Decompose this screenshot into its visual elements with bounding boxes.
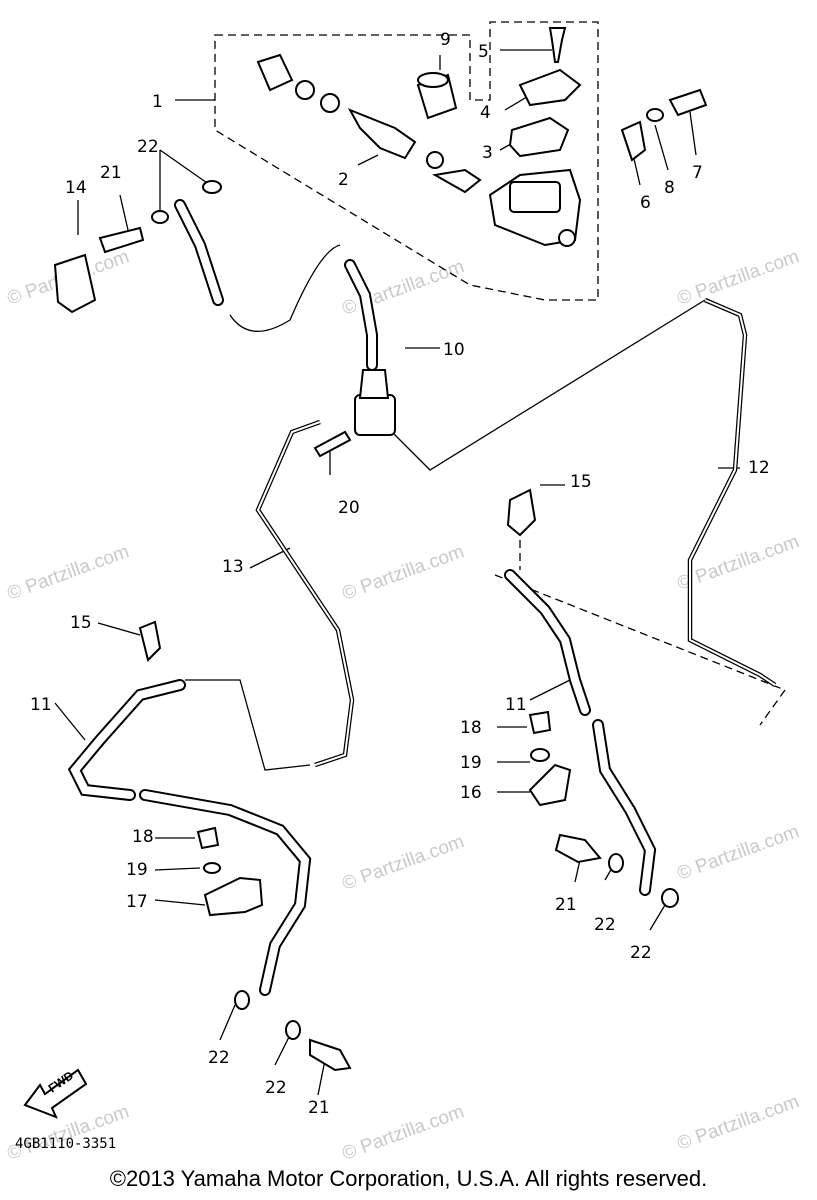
callout-19-left: 19	[126, 860, 148, 880]
callout-5: 5	[478, 42, 489, 62]
bracket-16	[528, 763, 572, 807]
callout-9: 9	[440, 30, 451, 50]
watermark: © Partzilla.com	[340, 831, 467, 895]
watermark: © Partzilla.com	[5, 541, 132, 605]
copyright-notice: ©2013 Yamaha Motor Corporation, U.S.A. A…	[109, 1166, 708, 1191]
bolt-21-left	[309, 1038, 352, 1072]
hose-11-left	[67, 679, 312, 996]
callout-22-left-b: 22	[265, 1078, 287, 1098]
callout-22-upper: 22	[137, 137, 159, 157]
callout-2: 2	[338, 170, 349, 190]
callout-numbers: 1 2 3 4 5 6 7 8 9 10 11 11 12 13 14 15 1…	[30, 30, 770, 1118]
bolt-18-right	[528, 710, 552, 735]
bolt-21-upper	[98, 226, 145, 254]
callout-3: 3	[482, 143, 493, 163]
callout-13: 13	[222, 557, 244, 577]
washer-22-upper-a	[151, 210, 169, 224]
hose-11-right	[504, 569, 657, 896]
callout-11-left: 11	[30, 695, 52, 715]
master-cylinder-assembly-outline	[214, 21, 599, 301]
watermark: © Partzilla.com	[340, 1101, 467, 1165]
watermark: © Partzilla.com	[675, 246, 802, 310]
holder-6	[620, 120, 647, 162]
boot-9	[416, 72, 458, 120]
callout-16: 16	[460, 783, 482, 803]
callout-15-right: 15	[570, 472, 592, 492]
callout-12: 12	[748, 458, 770, 478]
bracket-17	[203, 876, 264, 917]
washer-22-upper-b	[202, 180, 222, 194]
hose-10-link-line	[229, 244, 341, 333]
callout-4: 4	[480, 103, 491, 123]
joint-block	[354, 369, 396, 436]
bolt-21-right	[554, 833, 602, 864]
bolt-20	[313, 430, 352, 458]
callout-15-left: 15	[70, 613, 92, 633]
cap-14	[53, 253, 97, 314]
callout-14: 14	[65, 178, 87, 198]
leader-lines	[54, 49, 740, 1096]
brake-pipe-12	[687, 297, 777, 687]
screw-5	[548, 27, 567, 63]
callout-22-right-a: 22	[594, 915, 616, 935]
callout-22-left-a: 22	[208, 1048, 230, 1068]
callout-21-upper: 21	[100, 163, 122, 183]
bolt-7	[668, 88, 708, 117]
washer-22-right-b	[661, 888, 679, 908]
callout-7: 7	[692, 163, 703, 183]
pipe-13-link-line	[185, 679, 311, 771]
washer-19-right	[530, 748, 550, 762]
hose-right-outline	[494, 574, 787, 726]
callout-18-right: 18	[460, 718, 482, 738]
pipe-12-link-line	[389, 299, 706, 471]
callout-6: 6	[640, 193, 651, 213]
watermark: © Partzilla.com	[675, 821, 802, 885]
callout-20: 20	[338, 498, 360, 518]
bolt-18-left	[196, 826, 220, 850]
reservoir-diaphragm-3	[508, 116, 570, 158]
forward-arrow-icon: FWD	[23, 1068, 88, 1119]
watermark: © Partzilla.com	[340, 541, 467, 605]
washer-22-left-b	[285, 1020, 301, 1040]
callout-22-right-b: 22	[630, 943, 652, 963]
watermark: © Partzilla.com	[5, 1101, 132, 1165]
callout-11-right: 11	[505, 695, 527, 715]
clamp-15-right	[506, 488, 537, 537]
callout-21-left: 21	[308, 1098, 330, 1118]
diagram-code: 4GB1110-3351	[15, 1136, 116, 1152]
callout-21-right: 21	[555, 895, 577, 915]
clamp-15-left	[138, 620, 162, 662]
master-cylinder-body	[488, 168, 582, 247]
washer-22-left-a	[234, 990, 250, 1010]
callout-18-left: 18	[132, 827, 154, 847]
callout-17: 17	[126, 892, 148, 912]
hose-10	[174, 199, 378, 371]
watermark: © Partzilla.com	[675, 1091, 802, 1155]
watermark: © Partzilla.com	[675, 531, 802, 595]
callout-8: 8	[664, 178, 675, 198]
washer-19-left	[203, 862, 221, 874]
piston-kit-2	[256, 53, 482, 194]
brake-pipe-13	[255, 419, 355, 768]
washer-8	[646, 108, 664, 122]
callout-10: 10	[443, 340, 465, 360]
callout-1: 1	[152, 92, 163, 112]
cap-4	[518, 68, 582, 107]
washer-22-right-a	[608, 853, 624, 873]
callout-19-right: 19	[460, 753, 482, 773]
